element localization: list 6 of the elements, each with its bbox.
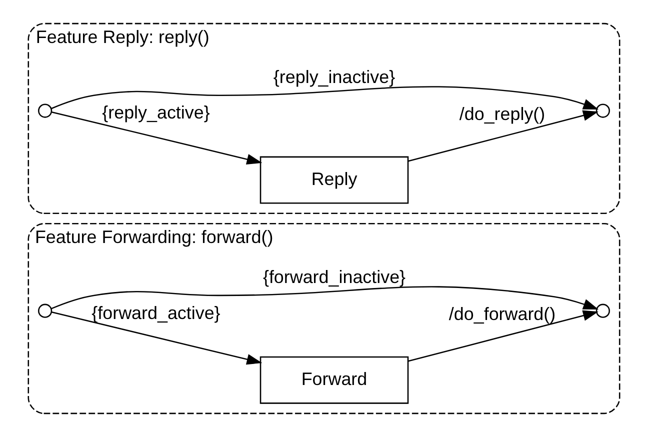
edge-label: {reply_active} bbox=[102, 102, 210, 123]
edge-label: /do_reply() bbox=[458, 104, 545, 124]
edge-label: {forward_active} bbox=[91, 302, 220, 323]
edge-label: {reply_inactive} bbox=[272, 66, 395, 87]
edge-label: {forward_inactive} bbox=[262, 266, 406, 287]
edge-label: /do_forward() bbox=[448, 304, 556, 324]
